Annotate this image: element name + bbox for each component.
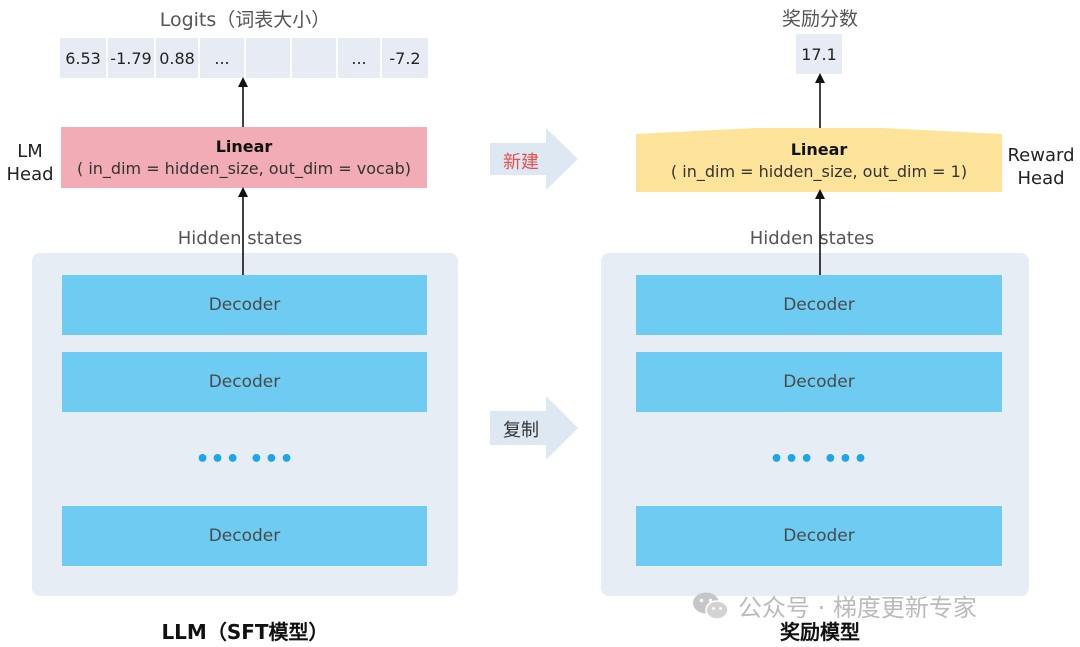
left-hidden-states-label: Hidden states [177, 228, 303, 249]
new-label: 新建 [503, 152, 539, 173]
reward-head-shape [636, 128, 1002, 192]
lm-head-label-line1: LM [17, 141, 43, 162]
reward-head-label-line1: Reward [1007, 145, 1075, 166]
reward-model-title: 奖励模型 [780, 620, 860, 644]
reward-head-linear-params: ( in_dim = hidden_size, out_dim = 1) [670, 161, 968, 181]
logit-cell [292, 38, 336, 78]
reward-head-linear-box: Linear ( in_dim = hidden_size, out_dim =… [636, 130, 1002, 190]
new-chevron-arrow [490, 128, 578, 190]
logits-title: Logits（词表大小） [159, 9, 331, 31]
left-ellipsis-dots: ••• ••• [195, 447, 295, 472]
logit-cell: -1.79 [108, 38, 154, 78]
left-decoder-block: Decoder [62, 275, 427, 335]
lm-head-label: LM Head [2, 140, 58, 186]
reward-score-cell: 17.1 [796, 34, 842, 74]
right-decoder-block: Decoder [636, 506, 1002, 566]
logit-cell [246, 38, 290, 78]
lm-head-linear-box: Linear ( in_dim = hidden_size, out_dim =… [61, 127, 427, 188]
reward-head-linear-title: Linear [790, 139, 848, 159]
right-decoder-block: Decoder [636, 352, 1002, 412]
reward-score-title: 奖励分数 [781, 8, 858, 30]
reward-head-label-line2: Head [1017, 168, 1065, 189]
right-hidden-states-label: Hidden states [749, 228, 875, 249]
llm-model-title: LLM（SFT模型） [161, 620, 329, 644]
right-decoder-block: Decoder [636, 275, 1002, 335]
reward-head-label: Reward Head [1003, 144, 1079, 190]
wechat-icon [693, 592, 729, 620]
logit-cell: ... [200, 38, 244, 78]
logit-cell: 0.88 [156, 38, 198, 78]
copy-chevron-arrow [490, 396, 578, 460]
watermark-text: 公众号 · 梯度更新专家 [738, 594, 977, 622]
lm-head-linear-title: Linear [215, 137, 273, 156]
logit-cell: ... [338, 38, 380, 78]
copy-label: 复制 [503, 420, 539, 441]
left-decoder-block: Decoder [62, 506, 427, 566]
left-decoder-block: Decoder [62, 352, 427, 412]
lm-head-label-line2: Head [6, 164, 54, 185]
right-ellipsis-dots: ••• ••• [769, 447, 869, 472]
lm-head-linear-params: ( in_dim = hidden_size, out_dim = vocab) [77, 159, 411, 178]
watermark: 公众号 · 梯度更新专家 [692, 588, 977, 623]
logit-cell: 6.53 [60, 38, 106, 78]
logit-cell: -7.2 [382, 38, 428, 78]
